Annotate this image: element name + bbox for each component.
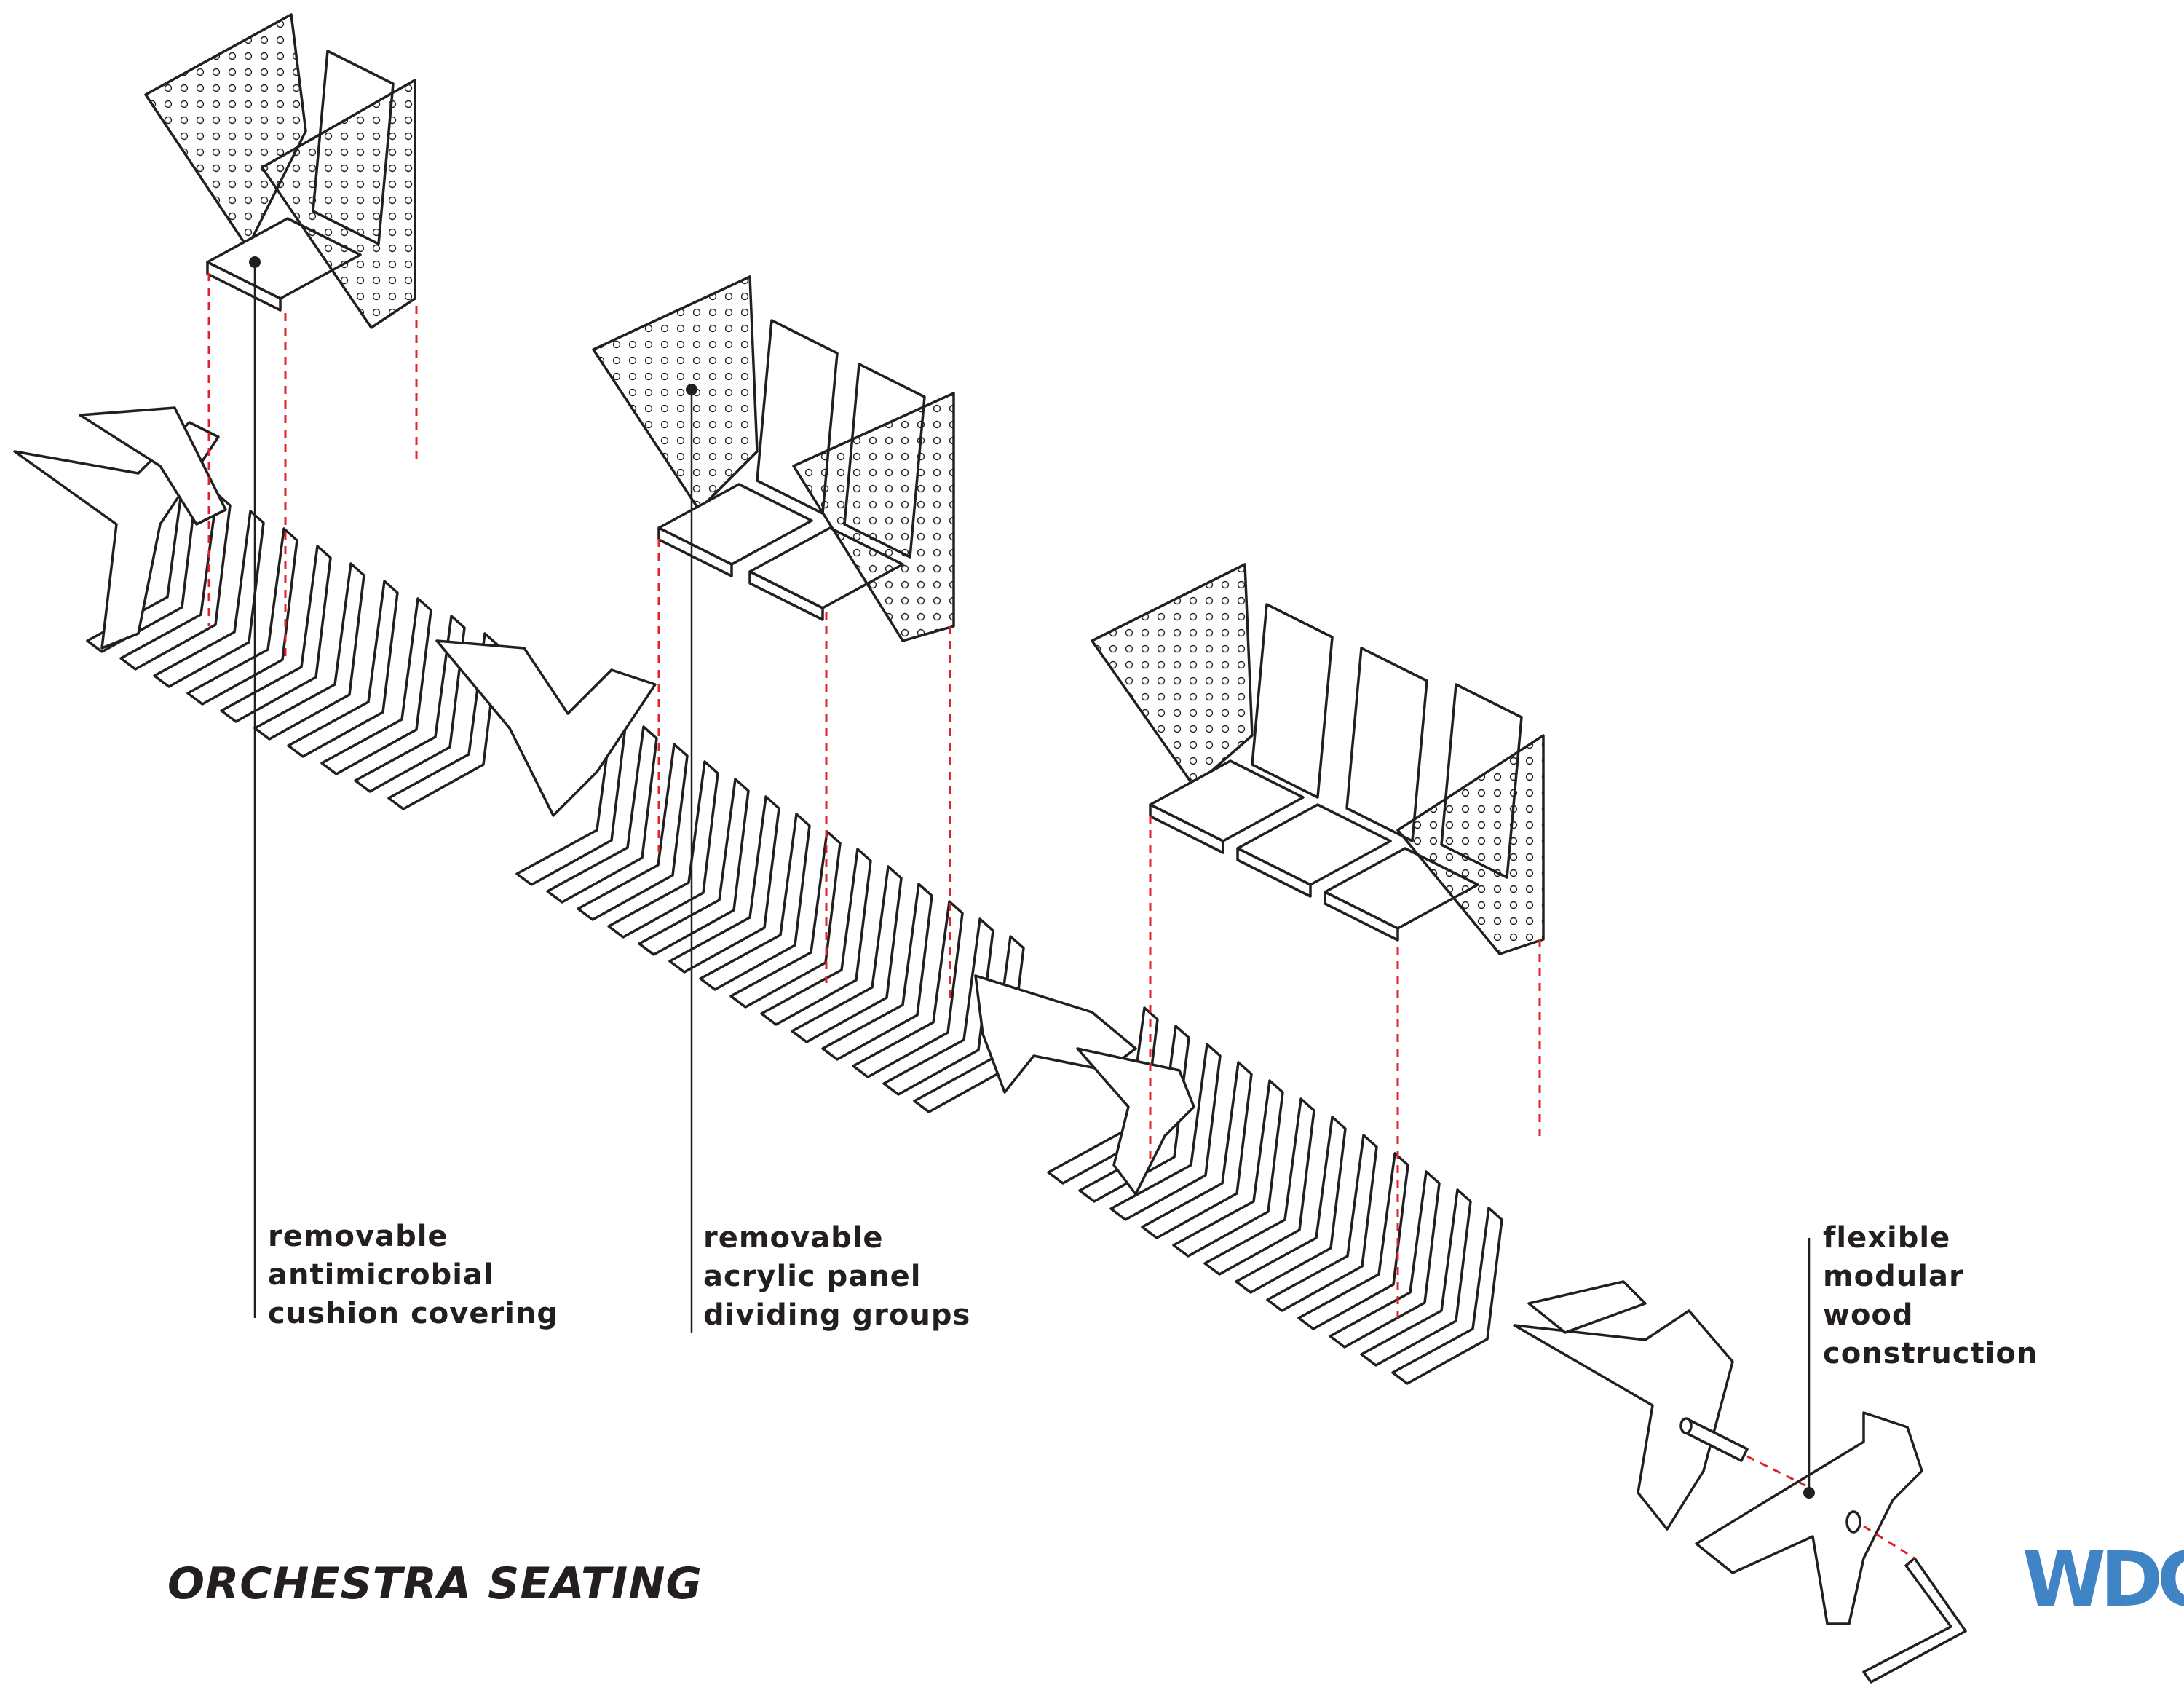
assembly-line xyxy=(1746,1455,1806,1487)
acrylic-panel xyxy=(1091,563,1254,788)
bench-slats xyxy=(86,475,1503,1385)
callout-panel-line-3: dividing groups xyxy=(703,1298,971,1332)
bench-slat xyxy=(153,510,265,688)
cushion-callout-dot xyxy=(249,256,261,268)
bench-slat xyxy=(220,545,332,723)
bench-slat xyxy=(821,883,933,1061)
callout-construction-line-1: flexible xyxy=(1823,1221,1951,1255)
bench-slat xyxy=(1235,1116,1347,1294)
seat-cushion-edge xyxy=(206,261,282,312)
construction-callout-dot xyxy=(1803,1487,1815,1499)
seat-back xyxy=(1251,603,1334,799)
bench-slat xyxy=(1266,1134,1378,1312)
bench-slat xyxy=(1203,1097,1315,1276)
bench-slat xyxy=(354,615,466,793)
bench-slat xyxy=(791,865,903,1043)
bench-slat xyxy=(1329,1170,1441,1349)
bench-legs xyxy=(13,406,1734,1531)
seat-cushion-edge xyxy=(1236,847,1312,898)
bench-slat xyxy=(546,725,658,904)
bench-slat xyxy=(760,848,872,1026)
callout-cushion: removable antimicrobial cushion covering xyxy=(268,1217,558,1333)
callout-cushion-line-3: cushion covering xyxy=(268,1297,559,1330)
bench-slat xyxy=(1109,1043,1222,1221)
callout-construction-line-3: wood xyxy=(1823,1298,1914,1332)
bench-slat xyxy=(1172,1079,1284,1258)
callout-dots xyxy=(249,256,1815,1499)
wdg-logo: WDG xyxy=(2022,1535,2184,1624)
bench-slat xyxy=(1360,1188,1472,1367)
bench-slat xyxy=(1141,1061,1253,1239)
assembly-line xyxy=(1863,1525,1915,1560)
acrylic-panel xyxy=(1396,734,1545,955)
panel-callout-dot xyxy=(686,384,697,395)
callout-construction-line-4: construction xyxy=(1823,1337,2038,1370)
callout-leaders xyxy=(253,262,1811,1493)
callout-panel: removable acrylic panel dividing groups xyxy=(703,1219,970,1335)
callout-construction: flexible modular wood construction xyxy=(1823,1219,2038,1373)
bench-slat xyxy=(1297,1152,1409,1330)
callout-panel-line-2: acrylic panel xyxy=(703,1260,922,1293)
bench-slat xyxy=(882,917,994,1096)
acrylic-panel xyxy=(592,275,759,511)
exploded-seat-groups xyxy=(144,13,1545,955)
bench-slat xyxy=(320,597,432,775)
bench-slat xyxy=(852,900,964,1078)
bench-slat xyxy=(186,527,298,706)
bench-slat xyxy=(699,813,811,991)
acrylic-panel xyxy=(261,79,416,329)
acrylic-panel xyxy=(144,13,307,249)
page-title: ORCHESTRA SEATING xyxy=(167,1558,703,1609)
acrylic-panel xyxy=(792,392,955,642)
bench-slat xyxy=(577,743,689,921)
bench-slat xyxy=(1391,1207,1503,1385)
callout-cushion-line-1: removable xyxy=(268,1220,448,1253)
seat-back xyxy=(1345,647,1428,842)
seat-cushion-edge xyxy=(1149,803,1224,854)
seat-cushion-edge xyxy=(1324,891,1399,942)
bench-slat xyxy=(638,778,750,956)
bench-slat xyxy=(607,760,719,939)
exploded-hardware xyxy=(1679,1411,1967,1684)
seat-cushion-edge xyxy=(748,570,824,621)
callout-construction-line-2: modular xyxy=(1823,1260,1964,1293)
bench-slat xyxy=(1078,1025,1190,1203)
bench-slat xyxy=(287,580,399,758)
bench-slat xyxy=(668,795,780,974)
bench-slat xyxy=(387,632,499,810)
seat-cushion-edge xyxy=(657,526,733,577)
callout-panel-line-1: removable xyxy=(703,1221,884,1255)
callout-cushion-line-2: antimicrobial xyxy=(268,1258,494,1292)
assembly-lines xyxy=(207,273,1915,1560)
